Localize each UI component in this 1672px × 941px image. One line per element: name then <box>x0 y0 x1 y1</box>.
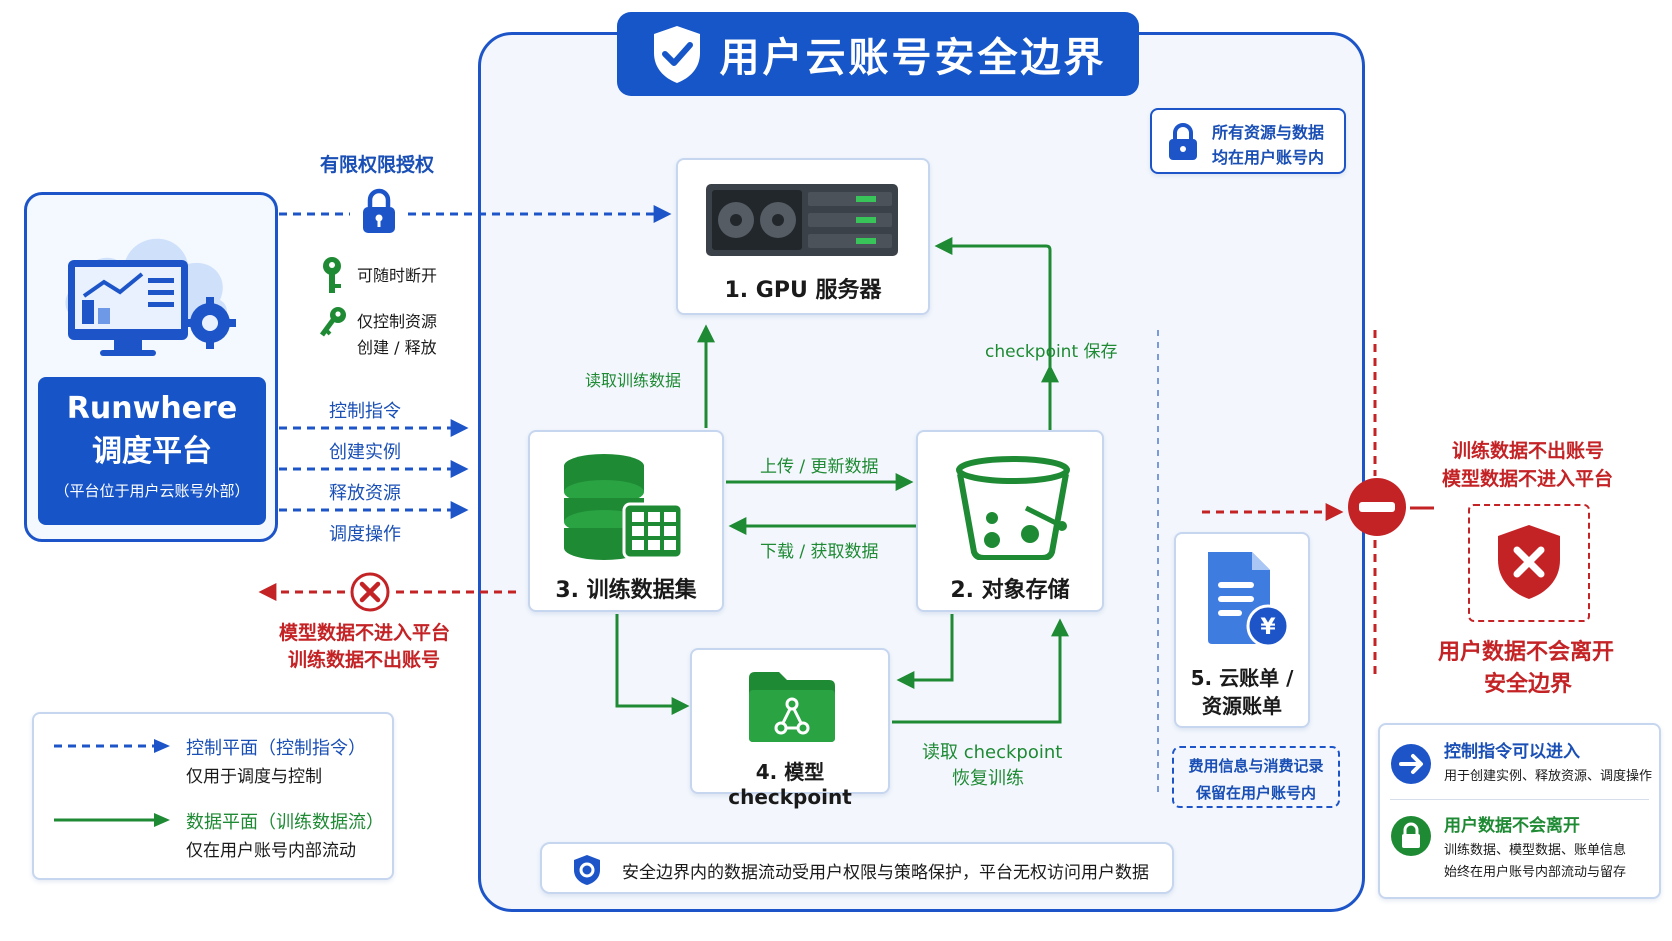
right-block-line1: 训练数据不出账号 <box>1452 440 1605 462</box>
rule2-title: 用户数据不会离开 <box>1444 816 1580 836</box>
blocked-x-icon <box>350 572 390 612</box>
billing-title-line2: 资源账单 <box>1202 694 1282 718</box>
lock-icon <box>1169 123 1197 160</box>
flow-storage-to-ckpt <box>896 614 954 689</box>
bill-document-icon: ¥ <box>1208 552 1290 648</box>
legend-data-title: 数据平面（训练数据流） <box>186 812 384 833</box>
billing-note: 费用信息与消费记录 保留在用户账号内 <box>1172 746 1340 808</box>
shield-note-icon <box>574 855 600 885</box>
legend-data-line <box>54 813 170 827</box>
red-shield-box <box>1468 504 1590 622</box>
command-label-3: 释放资源 <box>329 483 401 504</box>
training-dataset-node: 3. 训练数据集 <box>528 430 724 612</box>
flow-label-download: 下载 / 获取数据 <box>760 542 879 562</box>
auth-scope-line2: 创建 / 释放 <box>357 338 437 357</box>
model-folder-icon <box>749 672 835 742</box>
command-label-4: 调度操作 <box>329 524 401 545</box>
model-checkpoint-node: 4. 模型 checkpoint <box>690 648 890 809</box>
shield-check-icon <box>653 26 700 83</box>
right-block-bottom-line2: 安全边界 <box>1484 672 1573 697</box>
cloud-dashboard-icon <box>65 238 236 356</box>
billing-note-line2: 保留在用户账号内 <box>1195 784 1316 802</box>
gpu-server-title: 1. GPU 服务器 <box>724 278 882 303</box>
bottom-note: 安全边界内的数据流动受用户权限与策略保护，平台无权访问用户数据 <box>540 842 1174 894</box>
all-resources-line1: 所有资源与数据 <box>1212 123 1325 142</box>
auth-lock-icon <box>363 188 395 233</box>
legend-control-desc: 仅用于调度与控制 <box>186 767 322 787</box>
model-checkpoint-title: 4. 模型 checkpoint <box>728 760 852 809</box>
billing-node: ¥ 5. 云账单 / 资源账单 <box>1174 532 1310 728</box>
all-resources-badge: 所有资源与数据 均在用户账号内 <box>1150 108 1346 174</box>
blocked-left-line1: 模型数据不进入平台 <box>279 622 451 644</box>
flow-label-read-ckpt-line1: 读取 checkpoint <box>922 742 1063 763</box>
flow-label-read-training: 读取训练数据 <box>585 371 682 390</box>
platform-label-panel: Runwhere 调度平台 （平台位于用户云账号外部） <box>38 377 266 525</box>
command-label-2: 创建实例 <box>329 442 401 463</box>
bucket-icon <box>956 456 1070 560</box>
blocked-left-line2: 训练数据不出账号 <box>288 649 441 671</box>
rule1-title: 控制指令可以进入 <box>1444 742 1580 762</box>
platform-name-line1: Runwhere <box>66 391 238 426</box>
right-block-line2: 模型数据不进入平台 <box>1442 468 1614 490</box>
legend-control-line <box>54 739 170 753</box>
object-storage-node: 2. 对象存储 <box>916 430 1104 612</box>
rule1-desc: 用于创建实例、释放资源、调度操作 <box>1444 769 1653 784</box>
platform-note: （平台位于用户云账号外部） <box>54 482 250 500</box>
rules-panel: 控制指令可以进入 用于创建实例、释放资源、调度操作 用户数据不会离开 训练数据、… <box>1378 723 1661 899</box>
rule2-desc-line2: 始终在用户账号内部流动与留存 <box>1444 865 1627 880</box>
object-storage-title: 2. 对象存储 <box>950 578 1070 603</box>
gpu-server-node: 1. GPU 服务器 <box>676 158 930 315</box>
flow-label-upload: 上传 / 更新数据 <box>760 457 879 477</box>
green-lock-icon <box>1391 816 1431 856</box>
command-label-1: 控制指令 <box>329 401 401 422</box>
database-icon <box>564 454 684 560</box>
training-dataset-title: 3. 训练数据集 <box>555 578 697 603</box>
auth-scope-line1: 仅控制资源 <box>357 312 438 331</box>
flow-dataset-to-ckpt <box>615 614 690 715</box>
svg-text:¥: ¥ <box>1260 615 1276 640</box>
flow-label-read-ckpt-line2: 恢复训练 <box>952 768 1024 789</box>
auth-title: 有限权限授权 <box>320 154 435 176</box>
legend-box: 控制平面（控制指令） 仅用于调度与控制 数据平面（训练数据流） 仅在用户账号内部… <box>32 712 394 880</box>
billing-note-line1: 费用信息与消费记录 <box>1188 757 1324 775</box>
flow-ckpt-to-storage <box>892 618 1069 724</box>
legend-data-desc: 仅在用户账号内部流动 <box>186 841 356 861</box>
rule2-desc-line1: 训练数据、模型数据、账单信息 <box>1444 843 1627 858</box>
billing-title-line1: 5. 云账单 / <box>1190 666 1294 690</box>
bottom-note-text: 安全边界内的数据流动受用户权限与策略保护，平台无权访问用户数据 <box>622 863 1149 883</box>
flow-label-ckpt-save: checkpoint 保存 <box>985 342 1118 362</box>
key-scope-icon <box>319 307 346 337</box>
auth-revocable: 可随时断开 <box>357 266 438 285</box>
gpu-server-icon <box>706 184 898 256</box>
key-icon <box>323 257 341 293</box>
boundary-banner: 用户云账号安全边界 <box>617 12 1139 96</box>
legend-control-title: 控制平面（控制指令） <box>186 738 366 759</box>
no-entry-icon <box>1348 478 1406 536</box>
rules-divider <box>1390 799 1649 800</box>
arrow-right-circle-icon <box>1391 744 1431 784</box>
right-block-bottom-line1: 用户数据不会离开 <box>1438 640 1615 665</box>
shield-x-icon <box>1498 525 1560 599</box>
platform-name-line2: 调度平台 <box>92 434 212 469</box>
banner-title: 用户云账号安全边界 <box>719 35 1107 81</box>
flow-storage-to-gpu <box>934 237 1052 428</box>
all-resources-line2: 均在用户账号内 <box>1212 148 1325 167</box>
